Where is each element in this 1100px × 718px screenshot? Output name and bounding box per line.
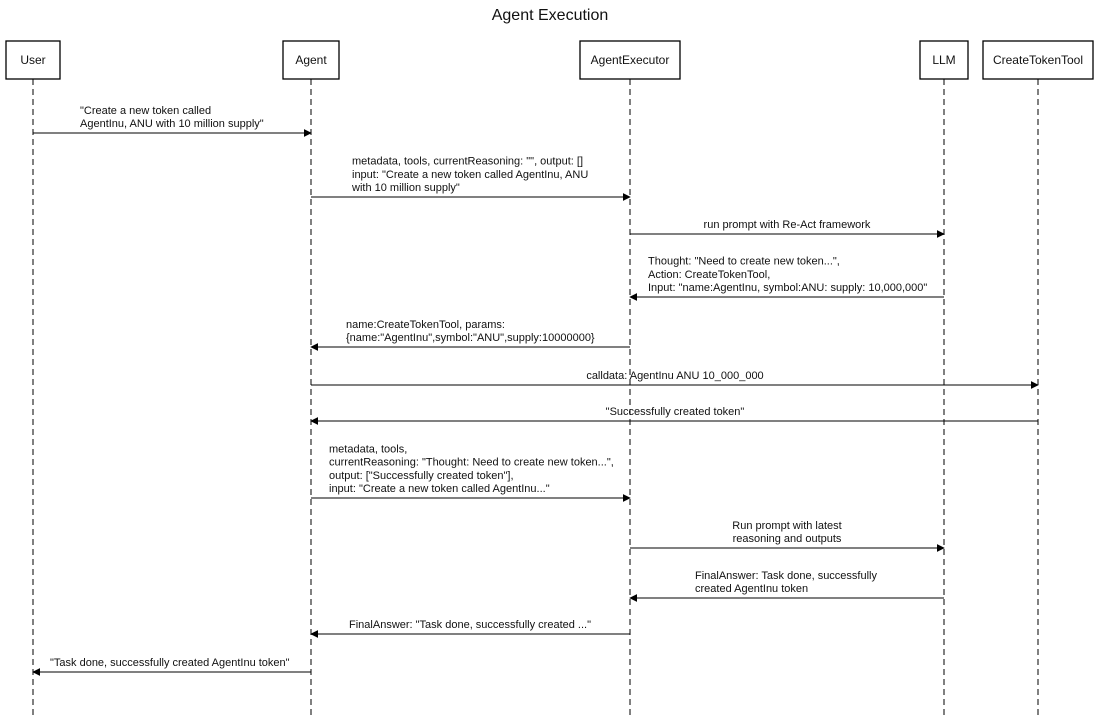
message-label: AgentInu, ANU with 10 million supply" <box>80 118 264 130</box>
message-label: FinalAnswer: "Task done, successfully cr… <box>349 619 591 631</box>
message-4: Thought: "Need to create new token...",A… <box>629 256 944 301</box>
participant-label: Agent <box>295 53 327 67</box>
participant-user: User <box>5 40 61 80</box>
message-label: Thought: "Need to create new token...", <box>648 256 840 268</box>
message-label: calldata: AgentInu ANU 10_000_000 <box>586 370 763 382</box>
message-7: "Successfully created token" <box>310 406 1038 425</box>
message-label: "Successfully created token" <box>606 406 745 418</box>
participant-box <box>282 40 340 80</box>
participant-agent: Agent <box>282 40 340 80</box>
message-11: FinalAnswer: "Task done, successfully cr… <box>310 619 630 638</box>
message-3: run prompt with Re-Act framework <box>630 219 945 238</box>
message-label: input: "Create a new token called AgentI… <box>352 169 588 181</box>
message-label: input: "Create a new token called AgentI… <box>329 483 550 495</box>
participant-llm: LLM <box>919 40 969 80</box>
participant-label: AgentExecutor <box>591 53 670 67</box>
message-label: name:CreateTokenTool, params: <box>346 319 505 331</box>
participant-label: User <box>20 53 45 67</box>
message-8: metadata, tools, currentReasoning: "Thoug… <box>311 443 631 502</box>
message-2: metadata, tools, currentReasoning: "", o… <box>311 156 631 201</box>
participants: User Agent AgentExecutor LLM CreateTokenTool <box>5 40 1094 80</box>
message-label: created AgentInu token <box>695 583 808 595</box>
message-label: metadata, tools, <box>329 443 407 455</box>
message-label: Input: "name:AgentInu, symbol:ANU: suppl… <box>648 282 927 294</box>
message-label: "Task done, successfully created AgentIn… <box>50 657 290 669</box>
message-label: run prompt with Re-Act framework <box>704 219 871 231</box>
message-12: "Task done, successfully created AgentIn… <box>32 657 311 676</box>
message-label: currentReasoning: "Thought: Need to crea… <box>329 457 614 469</box>
message-label: metadata, tools, currentReasoning: "", o… <box>352 156 583 168</box>
message-label: {name:"AgentInu",symbol:"ANU",supply:100… <box>346 332 595 344</box>
participant-label: CreateTokenTool <box>993 53 1083 67</box>
lifelines <box>32 79 1039 718</box>
message-label: Action: CreateTokenTool, <box>648 269 770 281</box>
participant-label: LLM <box>932 53 955 67</box>
diagram-title: Agent Execution <box>492 7 609 24</box>
participant-executor: AgentExecutor <box>579 40 681 80</box>
message-label: FinalAnswer: Task done, successfully <box>695 570 877 582</box>
message-label: output: ["Successfully created token"], <box>329 470 514 482</box>
participant-box <box>5 40 61 80</box>
participant-tool: CreateTokenTool <box>982 40 1094 80</box>
message-6: calldata: AgentInu ANU 10_000_000 <box>311 370 1039 389</box>
message-label: reasoning and outputs <box>733 533 842 545</box>
participant-box <box>982 40 1094 80</box>
message-10: FinalAnswer: Task done, successfullycrea… <box>629 570 944 602</box>
message-5: name:CreateTokenTool, params:{name:"Agen… <box>310 319 630 351</box>
participant-box <box>579 40 681 80</box>
message-label: "Create a new token called <box>80 105 211 117</box>
message-label: with 10 million supply" <box>351 182 460 194</box>
message-label: Run prompt with latest <box>732 520 841 532</box>
participant-box <box>919 40 969 80</box>
